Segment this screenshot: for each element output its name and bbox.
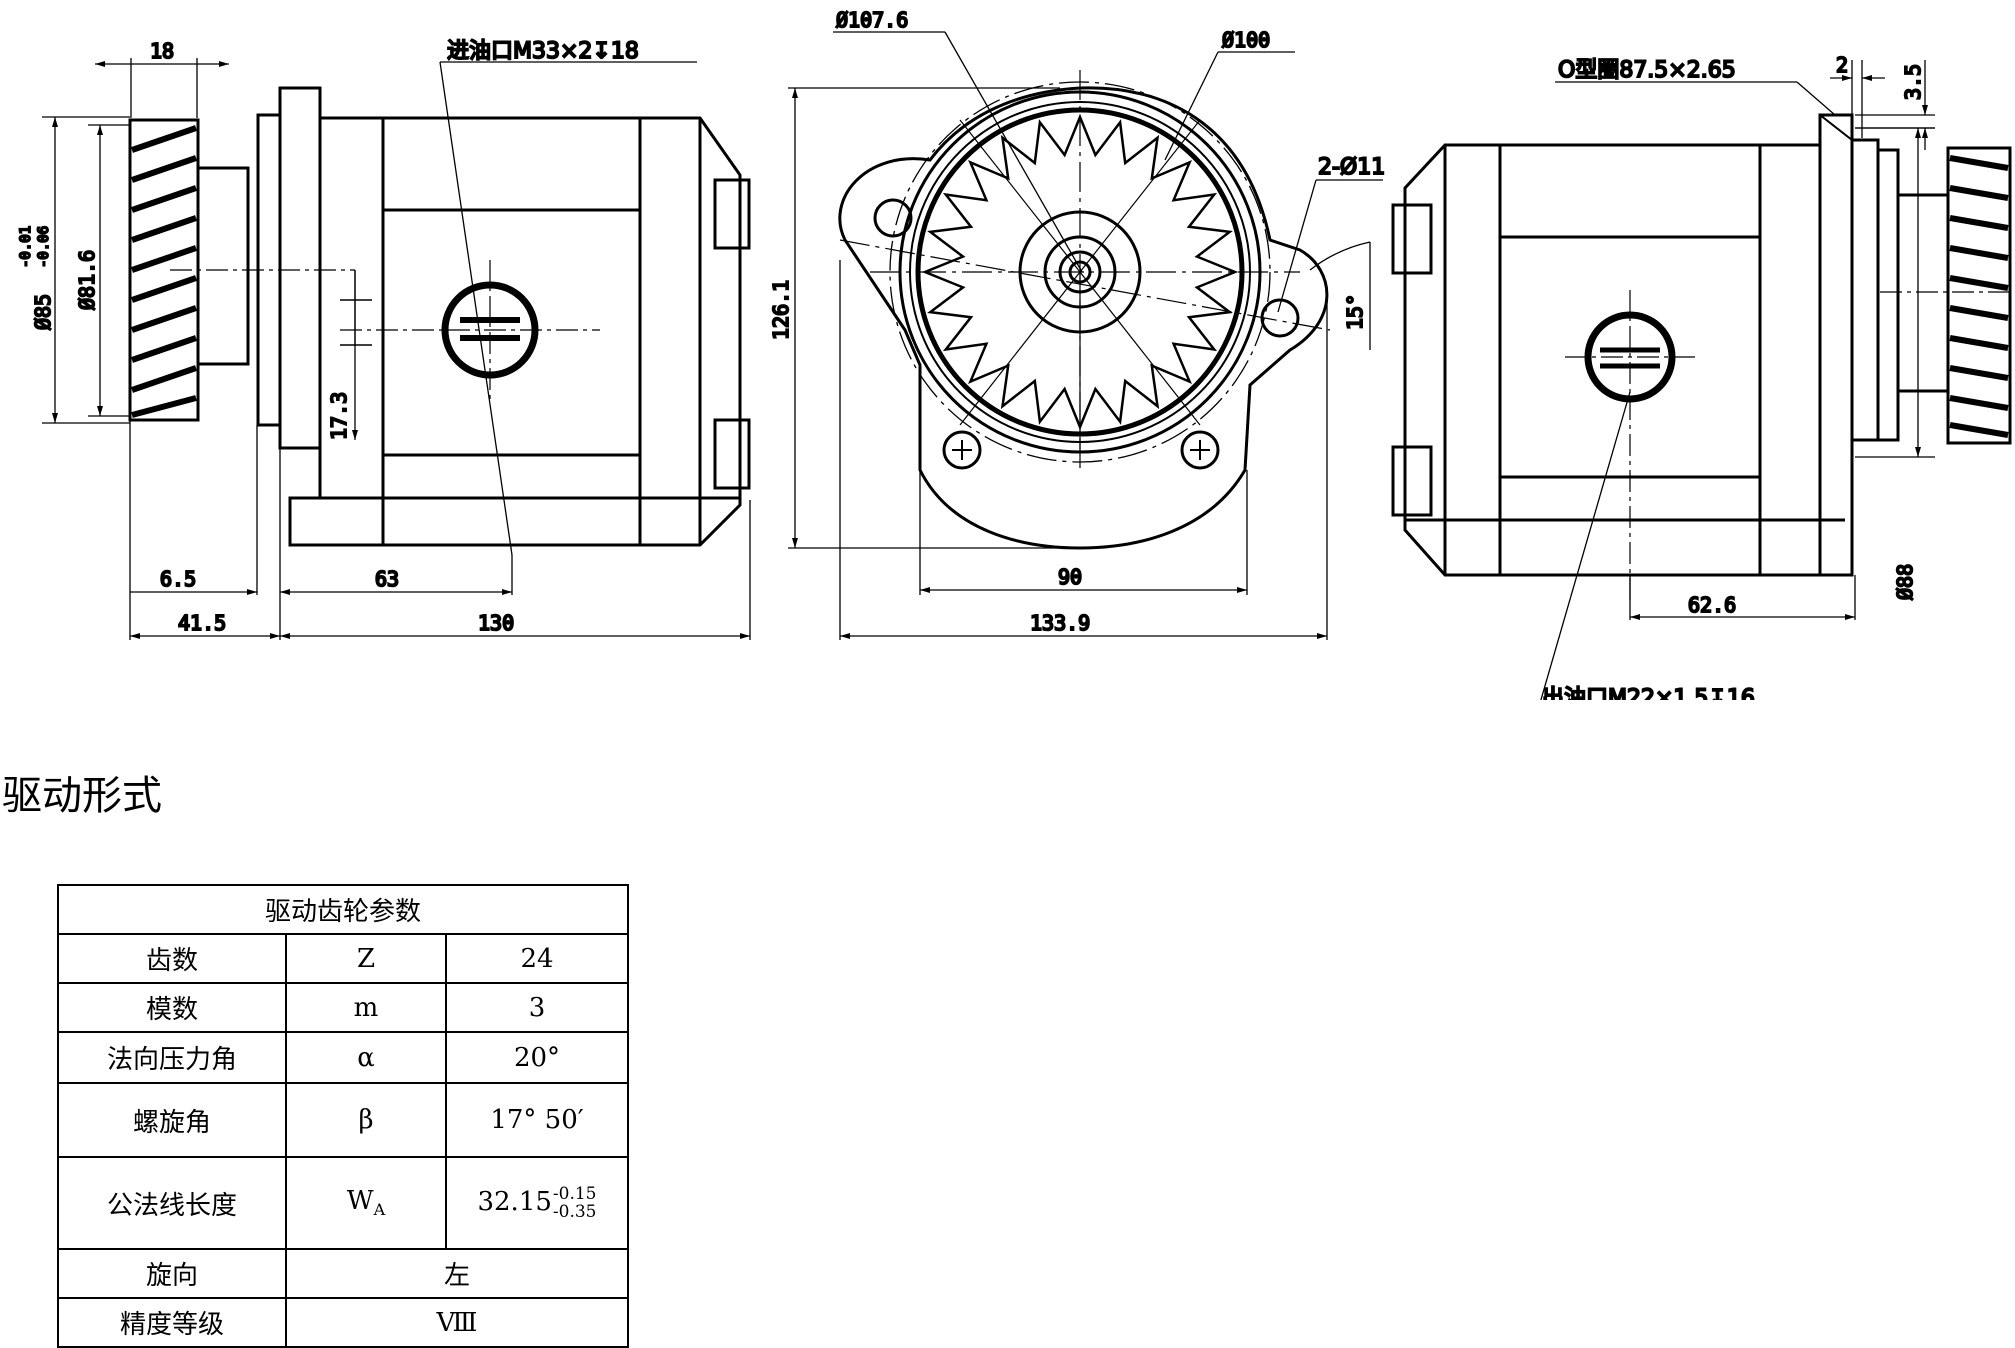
- side-view-left-dimensions: [42, 58, 751, 640]
- dim-130: 130: [478, 611, 514, 635]
- dim-2: 2: [1836, 53, 1848, 77]
- dim-d88: Ø88: [1893, 564, 1917, 600]
- dim-41-5: 41.5: [178, 611, 226, 635]
- param-symbol-subscript: A: [373, 1200, 386, 1220]
- param-value: 32.15: [477, 1187, 552, 1217]
- table-row: 模数 m 3: [57, 982, 629, 1033]
- param-value: Ⅷ: [285, 1297, 629, 1348]
- param-value: 24: [445, 933, 629, 984]
- inlet-callout: 进油口M33×2↧18: [447, 39, 639, 64]
- dim-d85-tol-upper: -0.01: [18, 226, 34, 268]
- param-symbol: α: [285, 1031, 447, 1084]
- dim-18: 18: [150, 39, 174, 63]
- front-view: [838, 70, 1331, 550]
- param-name: 螺旋角: [57, 1082, 287, 1158]
- table-header: 驱动齿轮参数: [57, 884, 629, 935]
- param-value: 左: [285, 1248, 629, 1299]
- dim-17-3: 17.3: [327, 392, 351, 440]
- side-view-left: [128, 86, 751, 547]
- front-view-dimensions: [788, 31, 1383, 640]
- param-name: 法向压力角: [57, 1031, 287, 1084]
- tolerance-upper: -0.15: [552, 1184, 597, 1204]
- param-value-cell: 32.15-0.15-0.35: [445, 1156, 629, 1250]
- dim-6-5: 6.5: [160, 567, 196, 591]
- table-row: 精度等级 Ⅷ: [57, 1297, 629, 1348]
- dim-d85: Ø85: [31, 294, 55, 330]
- param-value: 20°: [445, 1031, 629, 1084]
- param-symbol: m: [285, 982, 447, 1033]
- param-value: 3: [445, 982, 629, 1033]
- tolerance-lower: -0.35: [552, 1202, 597, 1222]
- drive-gear-parameters-table: 驱动齿轮参数 齿数 Z 24 模数 m 3 法向压力角 α 20° 螺旋角 β …: [57, 884, 629, 1348]
- outlet-callout: 出油口M22×1.5↧16: [1542, 686, 1755, 700]
- param-symbol: Z: [285, 933, 447, 984]
- dim-133-9: 133.9: [1030, 611, 1090, 635]
- param-symbol-cell: WA: [285, 1156, 447, 1250]
- param-value: 17° 50′: [445, 1082, 629, 1158]
- table-row: 旋向 左: [57, 1248, 629, 1299]
- holes-callout: 2-Ø11: [1318, 155, 1385, 180]
- param-name: 旋向: [57, 1248, 287, 1299]
- param-symbol: W: [346, 1186, 374, 1217]
- dim-d81-6: Ø81.6: [75, 250, 99, 310]
- dim-d100: Ø100: [1222, 28, 1270, 52]
- param-name: 齿数: [57, 933, 287, 984]
- table-row: 螺旋角 β 17° 50′: [57, 1082, 629, 1158]
- table-header-row: 驱动齿轮参数: [57, 884, 629, 935]
- side-view-right-dimensions: [1540, 60, 1935, 700]
- tolerance: -0.15-0.35: [553, 1185, 597, 1221]
- dim-90: 90: [1058, 565, 1082, 589]
- dim-d107-6: Ø107.6: [836, 8, 908, 32]
- side-view-right: [1391, 113, 2012, 600]
- dim-126-1: 126.1: [769, 280, 793, 340]
- dim-d85-tol-lower: -0.06: [36, 226, 52, 268]
- table-row: 法向压力角 α 20°: [57, 1031, 629, 1084]
- param-symbol: β: [285, 1082, 447, 1158]
- section-title: 驱动形式: [2, 773, 162, 819]
- pump-technical-drawing: 进油口M33×2↧18 出油口M22×1.5↧16 O型圈87.5×2.65 2…: [17, 7, 2012, 700]
- table-row: 公法线长度 WA 32.15-0.15-0.35: [57, 1156, 629, 1250]
- param-name: 精度等级: [57, 1297, 287, 1348]
- param-name: 模数: [57, 982, 287, 1033]
- dim-63: 63: [375, 567, 399, 591]
- dim-62-6: 62.6: [1688, 593, 1736, 617]
- dim-3-5: 3.5: [1901, 64, 1925, 100]
- oring-callout: O型圈87.5×2.65: [1558, 58, 1736, 83]
- param-name: 公法线长度: [57, 1156, 287, 1250]
- dim-15deg: 15°: [1343, 294, 1367, 330]
- table-row: 齿数 Z 24: [57, 933, 629, 984]
